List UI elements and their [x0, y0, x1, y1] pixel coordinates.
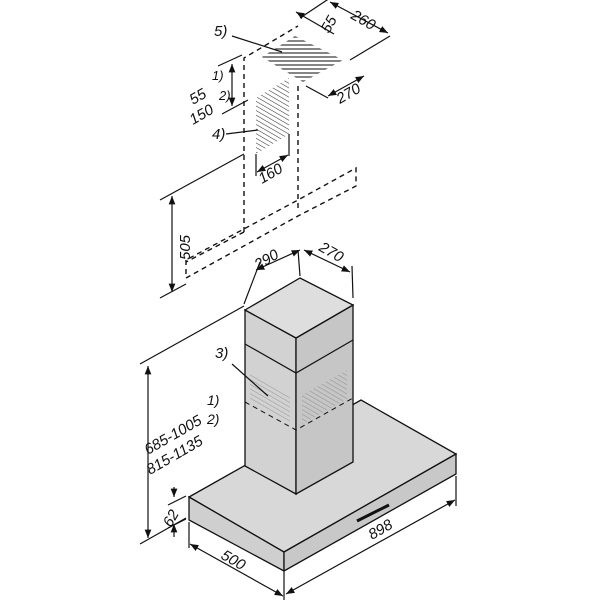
dim-ceiling-offset: 55 — [318, 12, 341, 36]
callout-4: 4) — [212, 126, 225, 143]
dim-ceiling-width: 270 — [333, 80, 365, 108]
dim-chimney-width: 290 — [251, 246, 283, 274]
upper-duct-outline — [185, 25, 357, 280]
vent-perforations-left — [250, 372, 290, 424]
dim-ceiling-depth: 260 — [347, 6, 379, 34]
wall-opening-hatch — [256, 78, 289, 154]
dim-bracket-height-1: 55 — [187, 85, 211, 108]
chimney — [243, 277, 355, 496]
dim-upper-chimney-height: 505 — [177, 234, 194, 260]
dim-opening-width: 160 — [256, 160, 287, 188]
dim-chimney-depth: 270 — [315, 238, 347, 266]
ceiling-outlet-hatch — [262, 36, 343, 82]
dimension-lines — [139, 0, 457, 600]
dim-canopy-depth: 500 — [218, 547, 249, 575]
dim-bracket-height-2-note: 2) — [218, 88, 231, 103]
dim-total-height-2-note: 2) — [206, 411, 219, 427]
callout-3: 3) — [215, 345, 228, 362]
dim-canopy-height: 62 — [160, 506, 183, 530]
vent-perforations-right — [302, 370, 347, 424]
dim-bracket-height-2: 150 — [187, 101, 218, 129]
dim-bracket-height-1-note: 1) — [212, 68, 224, 83]
dim-total-height-1-note: 1) — [207, 392, 219, 408]
callout-5: 5) — [214, 23, 227, 40]
